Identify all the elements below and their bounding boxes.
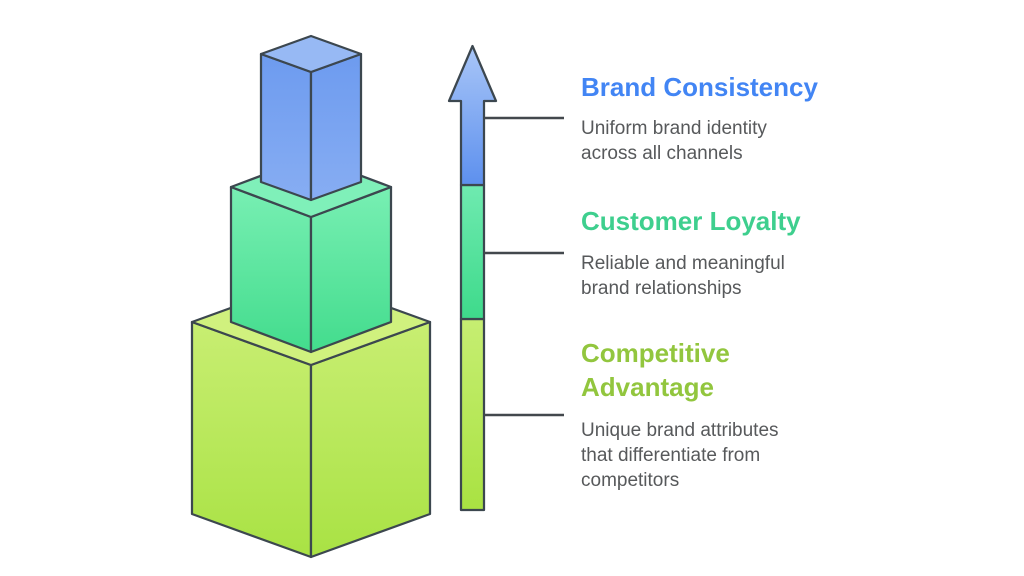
section-title-customer-loyalty: Customer Loyalty <box>581 206 801 236</box>
section-description-brand-consistency: Uniform brand identity across all channe… <box>581 116 911 166</box>
block-brand-consistency-top-face <box>259 34 363 74</box>
block-brand-consistency-right-face <box>309 52 363 202</box>
description-line: Unique brand attributes <box>581 420 779 441</box>
section-title-brand-consistency: Brand Consistency <box>581 72 818 102</box>
description-line: Uniform brand identity <box>581 118 767 139</box>
up-arrow-icon <box>447 44 498 187</box>
block-brand-consistency-left-face <box>259 52 313 202</box>
description-line: brand relationships <box>581 278 742 299</box>
section-description-competitive-advantage: Unique brand attributes that differentia… <box>581 418 911 493</box>
growth-arrow <box>447 44 498 512</box>
arrow-segment-competitive-advantage <box>459 317 486 512</box>
section-description-customer-loyalty: Reliable and meaningful brand relationsh… <box>581 251 911 301</box>
description-line: that differentiate from <box>581 445 761 466</box>
section-title-competitive-advantage: Competitive Advantage <box>581 338 730 402</box>
description-line: Reliable and meaningful <box>581 253 785 274</box>
description-line: across all channels <box>581 143 743 164</box>
block-brand-consistency <box>259 34 363 202</box>
arrow-segment-customer-loyalty <box>459 183 486 321</box>
description-line: competitors <box>581 470 680 491</box>
